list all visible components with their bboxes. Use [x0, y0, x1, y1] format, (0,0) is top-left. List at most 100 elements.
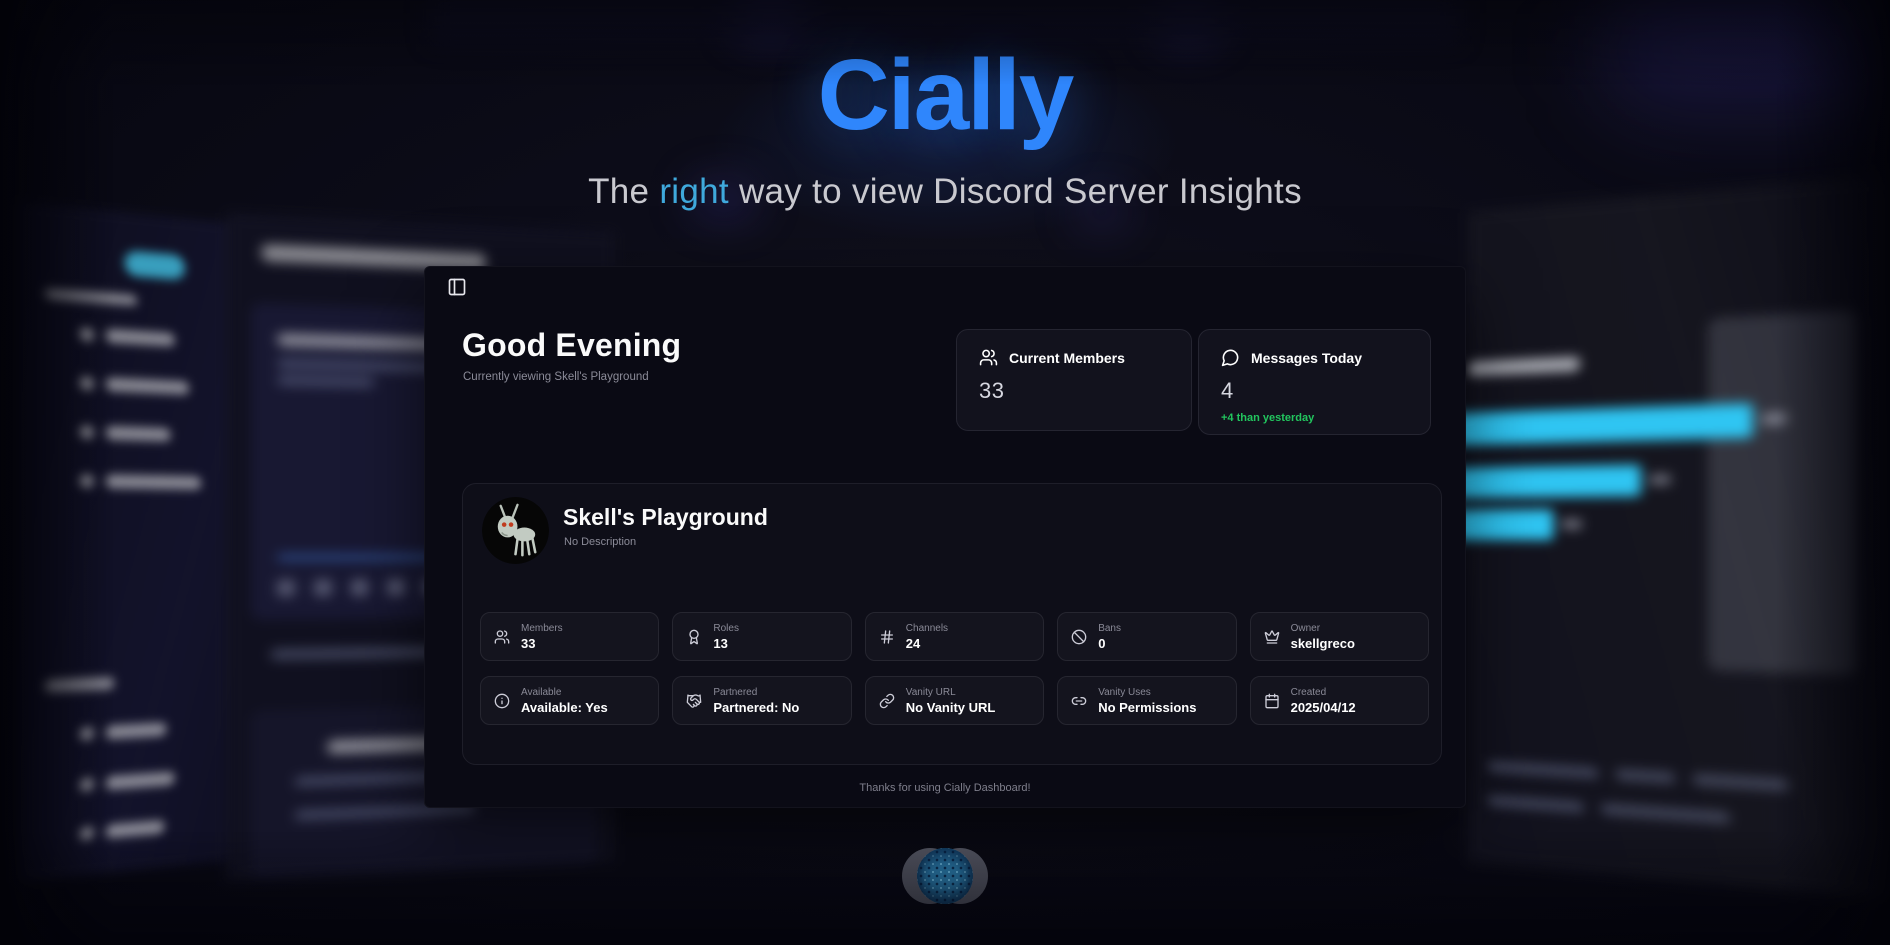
info-cell-channels: Channels 24	[864, 612, 1045, 661]
blurred-heading	[1468, 356, 1581, 376]
cell-label: Owner	[1290, 622, 1321, 634]
dashboard-panel: Good Evening Currently viewing Skell's P…	[424, 266, 1466, 808]
page-subtitle: The right way to view Discord Server Ins…	[0, 172, 1890, 212]
blurred-dot	[79, 726, 94, 741]
logo-center-circle	[917, 848, 973, 904]
blurred-bar	[1600, 803, 1731, 824]
server-info-card: Skell's Playground No Description Member…	[462, 483, 1442, 765]
subtitle-highlight: right	[659, 172, 729, 211]
cell-text: Vanity URL No Vanity URL	[906, 687, 996, 715]
blurred-square	[277, 579, 295, 597]
cell-label: Vanity Uses	[1098, 686, 1151, 698]
link-2-icon	[1071, 693, 1087, 709]
cell-text: Partnered Partnered: No	[713, 687, 799, 715]
blurred-bar	[105, 474, 202, 490]
info-cell-owner: Owner skellgreco	[1249, 612, 1429, 661]
cell-label: Channels	[905, 622, 949, 634]
server-name: Skell's Playground	[563, 504, 768, 530]
award-icon	[686, 629, 702, 645]
blurred-dot	[79, 777, 94, 793]
server-description: No Description	[564, 536, 637, 548]
cell-label: Vanity URL	[905, 686, 956, 698]
greeting-subtext: Currently viewing Skell's Playground	[463, 371, 649, 383]
cell-label: Members	[521, 622, 563, 634]
users-icon	[979, 349, 998, 366]
message-circle-icon	[1221, 349, 1239, 367]
cell-text: Roles 13	[713, 623, 739, 651]
stat-value: 4	[1221, 378, 1234, 403]
blurred-square	[314, 579, 332, 597]
subtitle-prefix: The	[588, 172, 660, 211]
blurred-dot	[79, 376, 94, 391]
blurred-bar	[105, 771, 175, 791]
crown-icon	[1264, 629, 1280, 645]
stat-value: 33	[979, 378, 1005, 403]
stat-label: Messages Today	[1251, 349, 1363, 366]
chart-bar	[1448, 403, 1753, 446]
info-cell-roles: Roles 13	[672, 612, 852, 661]
ban-icon	[1071, 629, 1087, 645]
hash-icon	[879, 629, 895, 645]
blurred-bar	[1692, 773, 1790, 791]
subtitle-suffix: way to view Discord Server Insights	[728, 172, 1302, 211]
info-cell-members: Members 33	[480, 612, 660, 661]
cell-text: Bans 0	[1098, 623, 1121, 651]
info-cell-created: Created 2025/04/12	[1249, 676, 1429, 725]
stat-label: Current Members	[1009, 349, 1125, 366]
cell-value: Available: Yes	[521, 699, 608, 715]
chart-bar	[1448, 464, 1641, 499]
blurred-bar	[44, 288, 138, 306]
cell-label: Available	[521, 686, 562, 698]
blurred-bar	[105, 722, 167, 740]
blurred-bar	[1487, 761, 1599, 779]
cell-text: Owner skellgreco	[1291, 623, 1355, 651]
info-cell-partnered: Partnered Partnered: No	[672, 676, 852, 725]
stat-delta: +4 than yesterday	[1221, 412, 1315, 424]
cell-text: Vanity Uses No Permissions	[1098, 687, 1196, 715]
messages-today-card: Messages Today 4 +4 than yesterday	[1198, 329, 1431, 435]
cell-value: No Vanity URL	[905, 699, 996, 715]
blurred-bar	[277, 375, 375, 388]
cell-value: 13	[713, 635, 728, 651]
chart-bar-label	[1561, 519, 1583, 529]
cell-text: Channels 24	[906, 623, 948, 651]
blurred-bar	[44, 676, 115, 693]
blurred-bar	[105, 328, 175, 347]
background-blur-chart	[1448, 172, 1890, 902]
blurred-bar	[1615, 769, 1676, 784]
chart-bar-label	[1761, 412, 1787, 425]
page-title: Cially	[817, 39, 1075, 151]
cell-value: Partnered: No	[713, 699, 800, 715]
dashboard-footer-text: Thanks for using Cially Dashboard!	[859, 782, 1031, 794]
blurred-bar	[105, 425, 171, 442]
calendar-icon	[1264, 693, 1280, 709]
blurred-square	[387, 579, 405, 596]
cell-text: Available Available: Yes	[521, 687, 608, 715]
sidebar-toggle-button[interactable]	[447, 277, 467, 297]
blurred-square	[351, 579, 369, 596]
cell-value: skellgreco	[1290, 635, 1355, 651]
stat-card-header: Current Members	[979, 348, 1169, 367]
info-cell-available: Available Available: Yes	[480, 676, 660, 725]
cell-label: Partnered	[713, 686, 758, 698]
blurred-dot	[79, 424, 94, 440]
info-cell-bans: Bans 0	[1057, 612, 1237, 661]
background-blur-sidebar	[17, 201, 281, 883]
server-stats-grid: Members 33 Roles 13 Channels 24	[480, 612, 1429, 725]
blurred-dot	[79, 825, 94, 841]
cell-value: 24	[905, 635, 921, 651]
cell-label: Roles	[713, 622, 739, 634]
cell-label: Created	[1290, 686, 1327, 698]
cell-text: Members 33	[521, 623, 563, 651]
handshake-icon	[686, 693, 702, 709]
blurred-pill	[124, 250, 185, 281]
users-icon	[494, 629, 510, 645]
panel-left-icon	[448, 278, 466, 296]
chart-bar-label	[1649, 474, 1671, 485]
server-avatar	[482, 497, 549, 564]
info-cell-vanity-url: Vanity URL No Vanity URL	[864, 676, 1045, 725]
cell-text: Created 2025/04/12	[1291, 687, 1356, 715]
cell-value: 2025/04/12	[1290, 699, 1356, 715]
current-members-card: Current Members 33	[956, 329, 1192, 431]
